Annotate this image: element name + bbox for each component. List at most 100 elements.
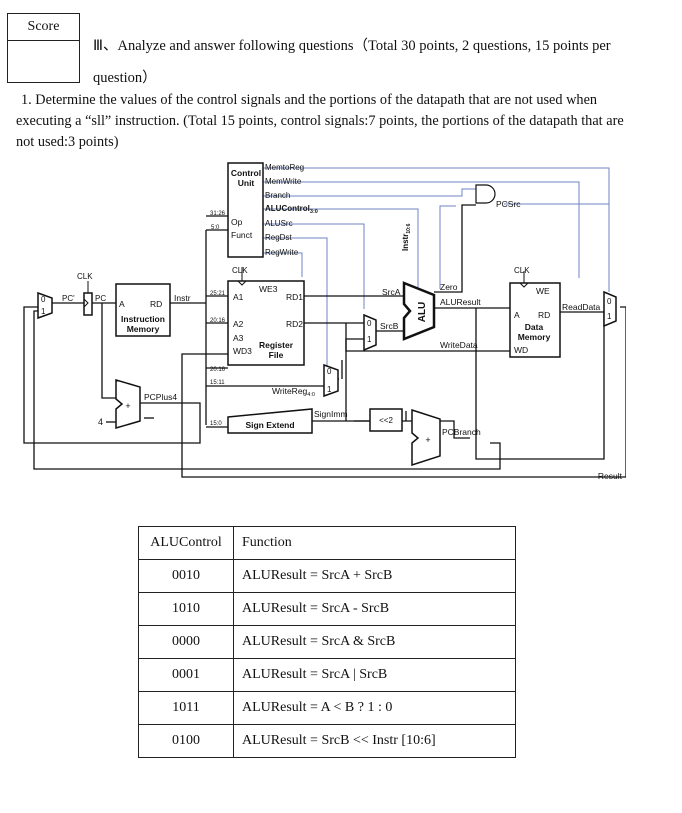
dm-clock-edge-icon — [519, 282, 529, 288]
alu-label: ALU — [417, 302, 428, 323]
table-cell: 1011 — [138, 691, 234, 725]
table-row: 0000 ALUResult = SrcA & SrcB — [138, 625, 516, 659]
table-row: 0010 ALUResult = SrcA + SrcB — [138, 559, 516, 593]
table-cell: ALUResult = SrcA | SrcB — [233, 658, 516, 692]
srca-label: SrcA — [382, 287, 401, 297]
srcb-label: SrcB — [380, 321, 399, 331]
writereg-label-sub: 4:0 — [307, 392, 315, 398]
instr-10-6-label: Instr10:6 — [401, 223, 412, 251]
instr-label: Instr — [174, 293, 191, 303]
signal-branch: Branch — [265, 191, 290, 200]
zero-label: Zero — [440, 282, 458, 292]
table-row: 1011 ALUResult = A < B ? 1 : 0 — [138, 691, 516, 725]
table-row: 0100 ALUResult = SrcB << Instr [10:6] — [138, 724, 516, 758]
branch-and-gate — [475, 184, 496, 204]
single-cycle-datapath-diagram: 0 1 CLK PC' PC A RD Instruction Memory I… — [23, 162, 626, 481]
readdata-label: ReadData — [562, 302, 601, 312]
dm-wd-port: WD — [514, 345, 528, 355]
section-heading-line1: Ⅲ、Analyze and answer following questions… — [93, 38, 611, 54]
pcplus4-label: PCPlus4 — [144, 392, 177, 402]
dm-name-line1: Data — [525, 322, 544, 332]
signal-alucontrol-main: ALUControl — [265, 204, 310, 213]
im-a-port: A — [119, 299, 125, 309]
bits-15-0: 15:0 — [210, 421, 222, 427]
constant-four: 4 — [98, 417, 103, 427]
question-1-line1: 1. Determine the values of the control s… — [21, 92, 598, 108]
signal-memwrite: MemWrite — [265, 177, 302, 186]
writereg-label-main: WriteReg — [272, 386, 308, 396]
signal-memtoreg: MemtoReg — [265, 163, 304, 172]
sign-extend-label: Sign Extend — [245, 420, 294, 430]
table-cell: 1010 — [138, 592, 234, 626]
question-1-line3: not used:3 points) — [16, 134, 119, 150]
writereg-label: WriteReg4:0 — [272, 386, 315, 398]
table-cell: 0001 — [138, 658, 234, 692]
instr-10-6-main: Instr — [401, 234, 410, 251]
dm-a-port: A — [514, 310, 520, 320]
srcb-mux — [363, 313, 377, 352]
pcplus4-plus: + — [125, 401, 130, 411]
control-unit-name1: Control — [231, 168, 261, 178]
shift-left-2 — [369, 408, 403, 432]
rf-clock-edge-icon — [237, 280, 247, 286]
alu — [402, 281, 436, 341]
score-box: Score — [7, 13, 80, 83]
signal-alusrc: ALUSrc — [265, 219, 293, 228]
pc-label: PC — [95, 294, 106, 303]
instr-10-6-sub: 10:6 — [406, 223, 412, 233]
result-mux-input0: 0 — [607, 297, 612, 306]
pc-prime-label: PC' — [62, 294, 75, 303]
table-cell: 0000 — [138, 625, 234, 659]
control-signal-lines — [263, 167, 610, 368]
bits-20-16-a: 20:16 — [210, 318, 226, 324]
instruction-memory — [115, 283, 171, 337]
im-name-line1: Instruction — [121, 314, 165, 324]
signimm-label: SignImm — [314, 409, 348, 419]
bits-20-16-b: 20:16 — [210, 367, 226, 373]
result-mux-input1: 1 — [607, 312, 612, 321]
signal-regwrite: RegWrite — [265, 248, 299, 257]
rf-name-line1: Register — [259, 340, 294, 350]
control-unit — [227, 162, 264, 258]
table-header: Function — [233, 526, 516, 560]
dm-rd-port: RD — [538, 310, 550, 320]
writereg-mux-input0: 0 — [327, 367, 332, 376]
pc-clk-label: CLK — [77, 272, 93, 281]
pcbranch-plus: + — [425, 435, 430, 445]
section-heading-line2: question） — [93, 70, 157, 86]
dm-clk-label: CLK — [514, 266, 530, 275]
control-op-port: Op — [231, 217, 243, 227]
result-mux — [603, 290, 617, 328]
aluresult-label: ALUResult — [440, 297, 481, 307]
bits-15-11: 15:11 — [210, 380, 225, 386]
pcbranch-label: PCBranch — [442, 427, 481, 437]
section-heading: Ⅲ、Analyze and answer following questions… — [93, 30, 643, 94]
bits-5-0: 5:0 — [211, 225, 220, 231]
table-cell: ALUResult = SrcA & SrcB — [233, 625, 516, 659]
signal-alucontrol: ALUControl3:0 — [265, 204, 318, 215]
signal-regdst: RegDst — [265, 233, 292, 242]
rf-a2-port: A2 — [233, 319, 244, 329]
im-name-line2: Memory — [127, 324, 160, 334]
table-header: ALUControl — [138, 526, 234, 560]
pc-register — [83, 292, 93, 316]
signal-alucontrol-sub: 3:0 — [310, 209, 318, 215]
bits-25-21: 25:21 — [210, 291, 226, 297]
pc-mux-input1: 1 — [41, 307, 46, 316]
rf-rd1-port: RD1 — [286, 292, 303, 302]
dm-we-port: WE — [536, 286, 550, 296]
alucontrol-table: ALUControl Function 0010 ALUResult = Src… — [138, 526, 516, 758]
table-cell: ALUResult = SrcA + SrcB — [233, 559, 516, 593]
srcb-mux-input1: 1 — [367, 335, 372, 344]
writereg-mux-input1: 1 — [327, 385, 332, 394]
table-row: 0001 ALUResult = SrcA | SrcB — [138, 658, 516, 692]
sign-extend — [227, 408, 313, 434]
question-1: 1. Determine the values of the control s… — [16, 90, 638, 153]
table-row: 1010 ALUResult = SrcA - SrcB — [138, 592, 516, 626]
table-cell: ALUResult = SrcB << Instr [10:6] — [233, 724, 516, 758]
table-cell: ALUResult = A < B ? 1 : 0 — [233, 691, 516, 725]
rf-a3-port: A3 — [233, 333, 244, 343]
bits-31-26: 31:26 — [210, 211, 226, 217]
datapath-wires — [23, 204, 626, 478]
pcsrc-label: PCSrc — [496, 199, 521, 209]
